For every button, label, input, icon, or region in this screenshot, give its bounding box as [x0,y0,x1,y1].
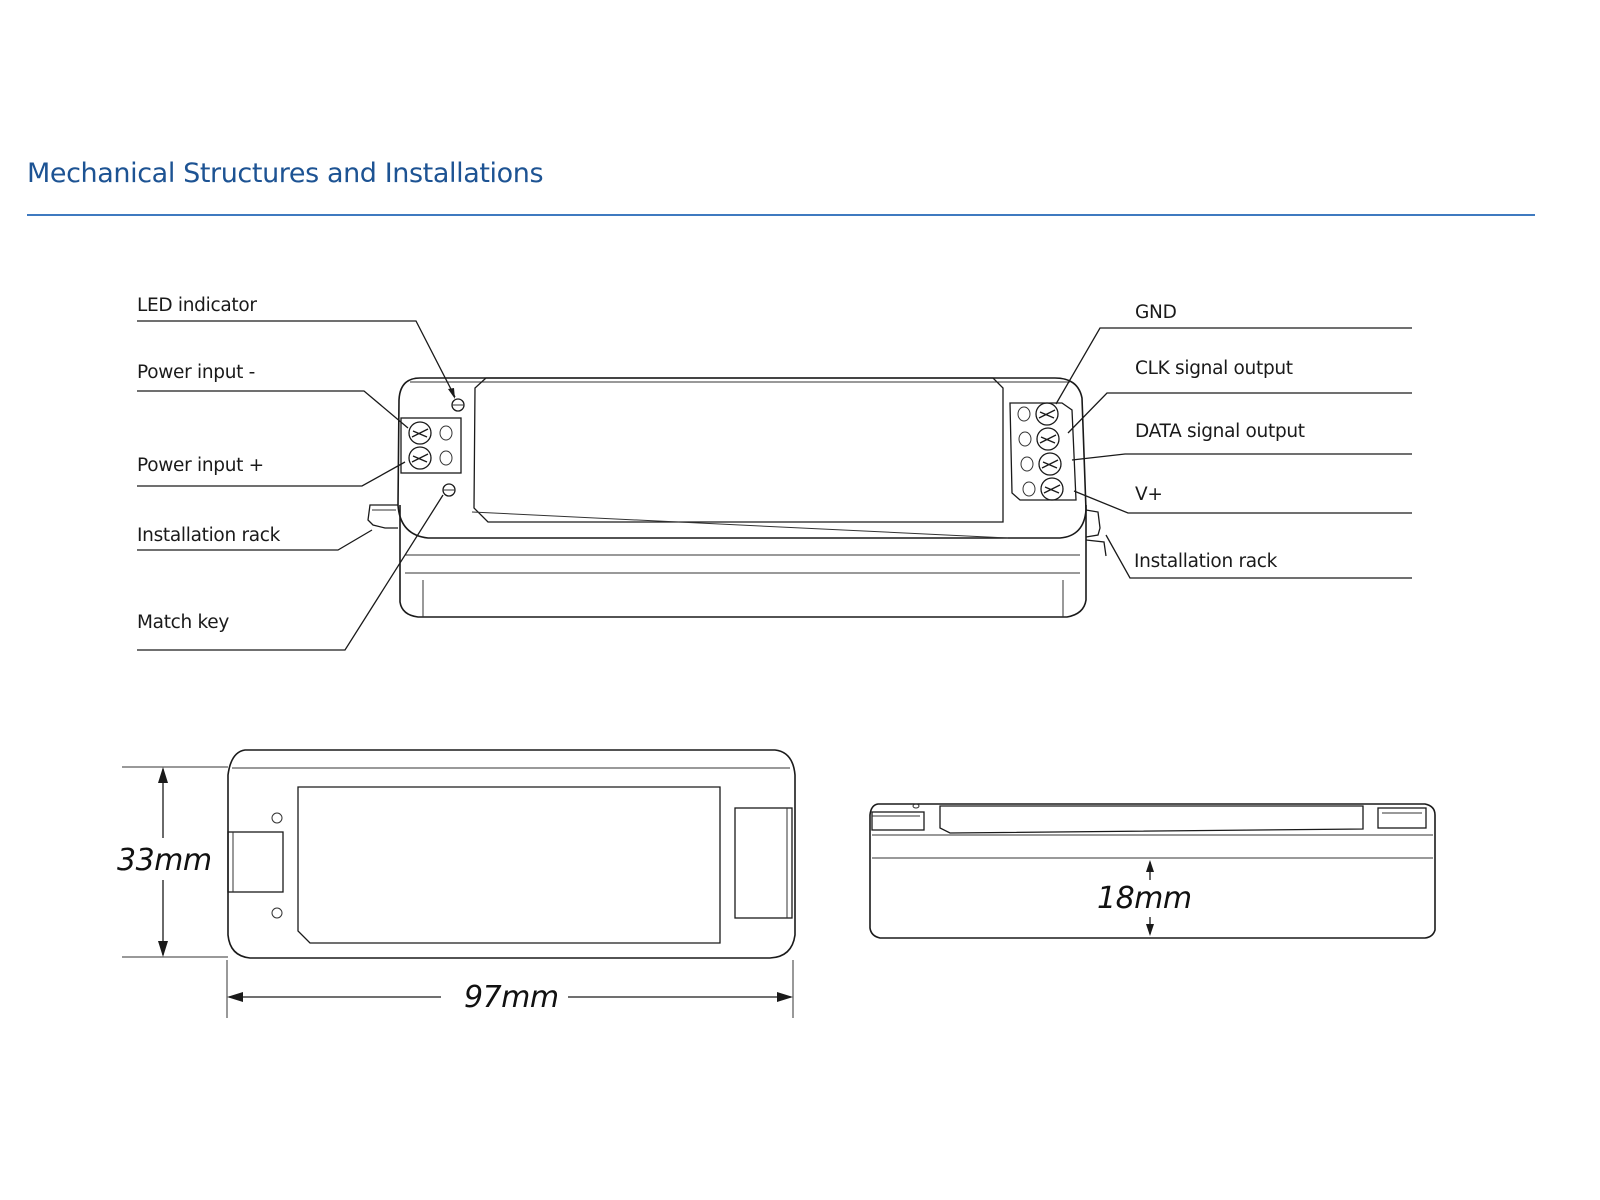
title-rule [27,214,1535,216]
callout-installation-rack-right: Installation rack [1105,534,1412,579]
label-power-input-minus: Power input - [137,362,255,383]
label-data-signal-output: DATA signal output [1135,421,1305,442]
label-v-plus: V+ [1135,484,1163,505]
label-match-key: Match key [137,612,229,633]
dimension-thickness: 18mm [1097,860,1192,936]
perspective-view [367,377,1107,618]
page-title: Mechanical Structures and Installations [27,158,544,189]
top-view [227,749,796,959]
callout-data-signal-output: DATA signal output [1071,421,1412,461]
label-installation-rack-right: Installation rack [1134,551,1278,572]
label-gnd: GND [1135,302,1177,323]
label-installation-rack-left: Installation rack [137,525,281,546]
label-clk-signal-output: CLK signal output [1135,358,1293,379]
label-led-indicator: LED indicator [137,295,257,316]
callout-v-plus: V+ [1073,484,1412,514]
callout-gnd: GND [1055,302,1412,405]
callout-power-input-minus: Power input - [137,362,409,429]
dimension-length: 97mm [226,960,794,1018]
dimension-thickness-label: 18mm [1097,881,1192,916]
callout-installation-rack-left: Installation rack [137,525,373,551]
dimension-height-label: 33mm [117,843,212,878]
callout-led-indicator: LED indicator [137,295,456,399]
side-view [869,803,1436,939]
label-power-input-plus: Power input + [137,455,264,476]
callout-clk-signal-output: CLK signal output [1067,358,1412,434]
callout-power-input-plus: Power input + [137,455,406,487]
dimension-length-label: 97mm [464,980,559,1015]
callout-match-key: Match key [137,494,444,651]
dimension-height: 33mm [117,766,228,958]
